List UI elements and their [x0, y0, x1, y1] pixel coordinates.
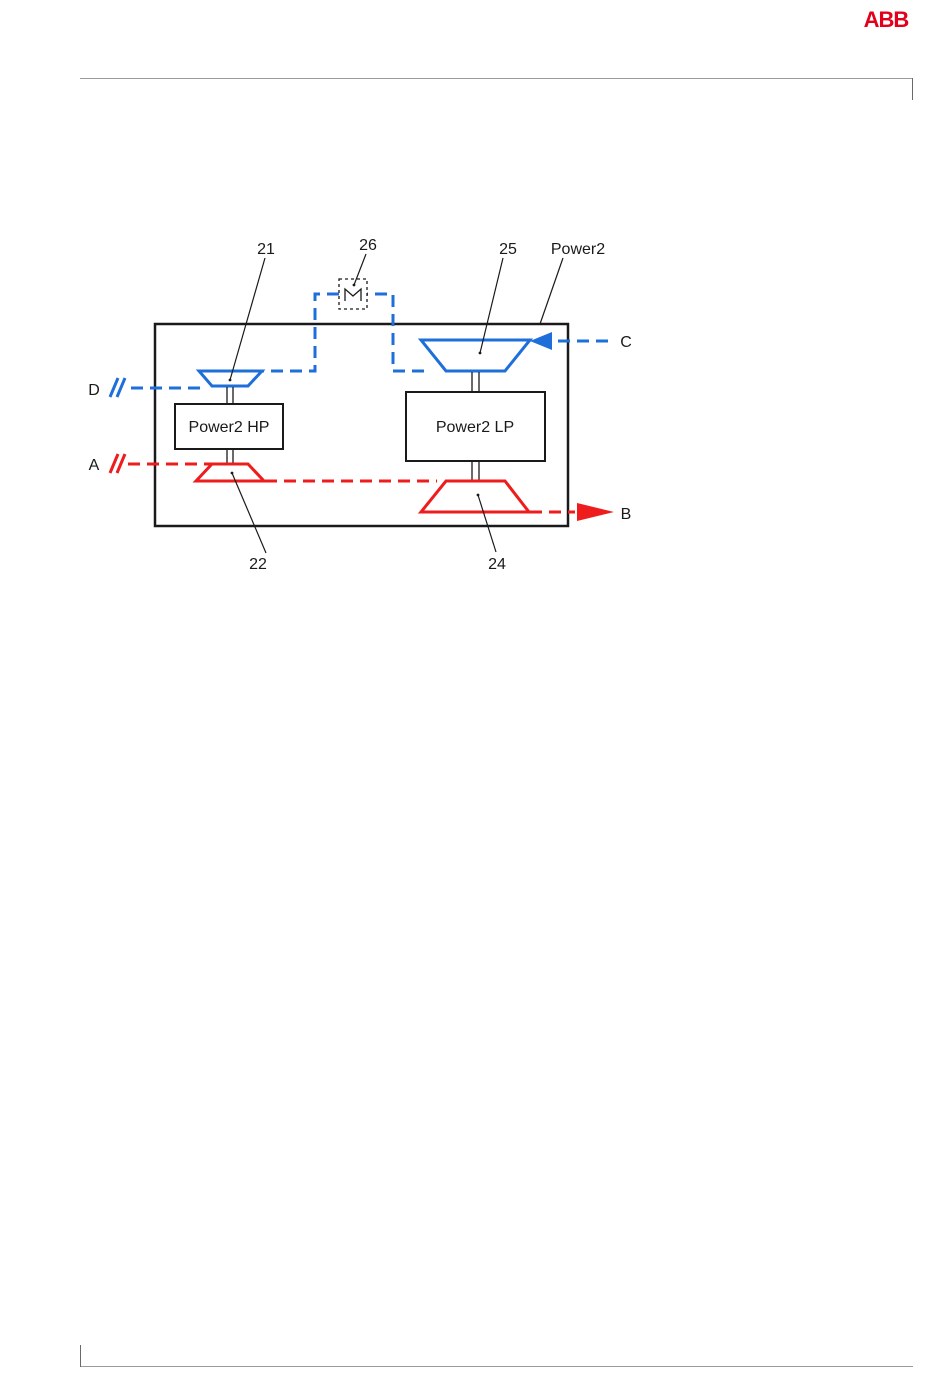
label-port-d: D [88, 382, 100, 399]
exhaust-path [128, 464, 575, 512]
label-25: 25 [499, 241, 517, 258]
power2-lp-label: Power2 LP [436, 419, 514, 436]
break-mark-a [110, 454, 125, 473]
label-24: 24 [488, 556, 506, 573]
label-26: 26 [359, 237, 377, 254]
lp-turbine [421, 481, 529, 512]
intercooler-26 [339, 279, 367, 309]
label-power2: Power2 [551, 241, 605, 258]
label-port-b: B [621, 506, 632, 523]
air-inlet-arrow [530, 332, 552, 350]
hp-turbine [196, 464, 264, 481]
air-cooler-to-hp-line [262, 294, 339, 371]
label-21: 21 [257, 241, 275, 258]
label-22: 22 [249, 556, 267, 573]
label-port-c: C [620, 334, 632, 351]
break-mark-d [110, 378, 125, 397]
power2-hp-label: Power2 HP [189, 419, 270, 436]
leader-dots [229, 284, 482, 497]
lp-compressor [421, 340, 530, 371]
air-lp-to-cooler-line [367, 294, 424, 371]
label-port-a: A [89, 457, 100, 474]
exhaust-outlet-arrow [577, 503, 614, 521]
